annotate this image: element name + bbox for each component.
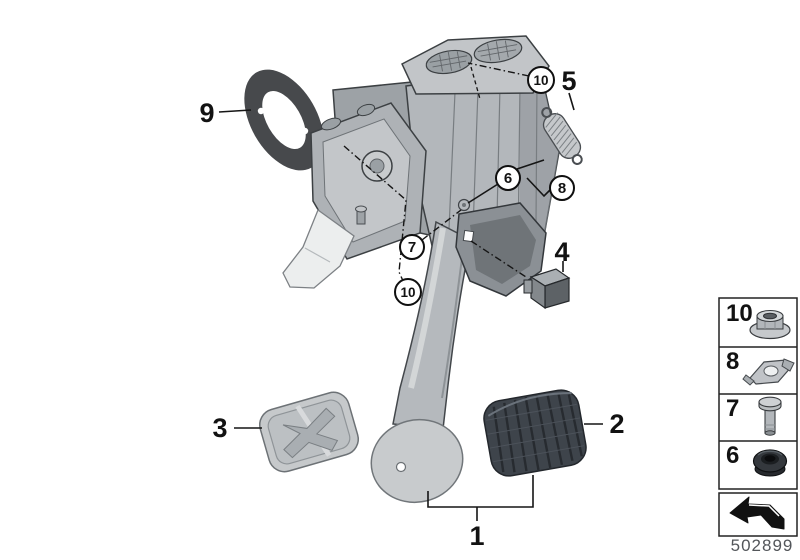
- return-spring[interactable]: [535, 103, 589, 169]
- callout-10-top[interactable]: 10: [527, 66, 555, 94]
- svg-text:6: 6: [504, 170, 512, 187]
- rubber-grommet-icon: [752, 449, 788, 477]
- callout-9[interactable]: 9: [199, 98, 214, 128]
- callout-4[interactable]: 4: [554, 237, 569, 267]
- base-plate-hole: [395, 461, 407, 473]
- pedal-pad-metal[interactable]: [256, 389, 362, 476]
- switch-connector: [523, 279, 533, 294]
- callout-3[interactable]: 3: [212, 413, 227, 443]
- callout-1[interactable]: 1: [469, 521, 484, 551]
- callout-7[interactable]: 7: [399, 234, 425, 260]
- pivot-bore: [369, 158, 385, 174]
- svg-text:8: 8: [558, 180, 566, 197]
- mount-line-10-top: [470, 66, 481, 100]
- leader-line-6a: [467, 183, 499, 204]
- front-stud-pad-2: [356, 103, 376, 117]
- legend-item-7[interactable]: 7: [726, 395, 782, 436]
- stud-pad-left: [425, 49, 473, 75]
- callout-6[interactable]: 6: [495, 165, 521, 191]
- svg-text:10: 10: [400, 285, 415, 300]
- support-arm-crease: [304, 247, 331, 263]
- svg-text:7: 7: [726, 395, 739, 422]
- pedal-shroud-inner: [470, 215, 536, 284]
- pad-metal-emblem: [282, 407, 339, 459]
- pedal-arm-highlight: [408, 227, 446, 389]
- flange-nut-icon: [749, 309, 791, 340]
- legend-dividers: [719, 346, 797, 442]
- bracket-line-1: [427, 475, 534, 521]
- front-bracket-face: [322, 118, 411, 243]
- gasket-bolt-hole: [301, 127, 309, 135]
- grommet-pin: [462, 203, 466, 207]
- retaining-clip-icon: [742, 358, 795, 386]
- callout-10-lower[interactable]: 10: [394, 278, 422, 306]
- diagram-code: 502899: [731, 536, 794, 555]
- svg-text:8: 8: [726, 348, 739, 375]
- legend-item-6[interactable]: 6: [726, 442, 788, 477]
- support-arm: [282, 208, 355, 289]
- svg-text:10: 10: [533, 73, 548, 88]
- clevis-pin-icon: [758, 396, 782, 436]
- callout-8[interactable]: 8: [549, 175, 575, 201]
- leader-line-8: [526, 177, 552, 198]
- pad-rubber-highlight: [487, 392, 572, 417]
- leader-line-6b: [516, 159, 545, 170]
- svg-text:7: 7: [408, 239, 416, 256]
- leader-line-9: [218, 109, 252, 113]
- legend-item-8[interactable]: 8: [726, 348, 795, 386]
- direction-arrow-icon: [729, 496, 785, 530]
- stud-pad-right: [473, 38, 523, 64]
- pedal-base-plate: [370, 418, 464, 504]
- leader-line-5: [568, 92, 575, 111]
- pad-rubber-ribs: [492, 393, 583, 473]
- callout-5[interactable]: 5: [561, 66, 576, 96]
- gasket-ring[interactable]: [228, 56, 340, 184]
- stop-light-switch[interactable]: [523, 268, 571, 310]
- mount-line-4: [470, 240, 527, 278]
- svg-text:10: 10: [726, 300, 753, 327]
- callout-2[interactable]: 2: [609, 409, 624, 439]
- leader-line-10-lower: [343, 145, 407, 284]
- legend-item-10[interactable]: 10: [726, 300, 791, 340]
- pad-rubber-grooves: [485, 403, 585, 463]
- legend-panel: 10 8 7: [718, 297, 798, 537]
- gasket-bolt-hole: [257, 107, 265, 115]
- pedal-bracket-assembly[interactable]: [282, 35, 560, 512]
- gasket-hole: [262, 91, 306, 149]
- leader-line-10-top: [467, 62, 530, 77]
- switch-hole: [462, 229, 475, 243]
- svg-text:6: 6: [726, 442, 739, 469]
- pedal-pad-rubber[interactable]: [481, 387, 589, 479]
- front-stud-pad: [320, 117, 342, 131]
- small-bolt: [355, 205, 367, 225]
- leader-line-7: [421, 209, 462, 241]
